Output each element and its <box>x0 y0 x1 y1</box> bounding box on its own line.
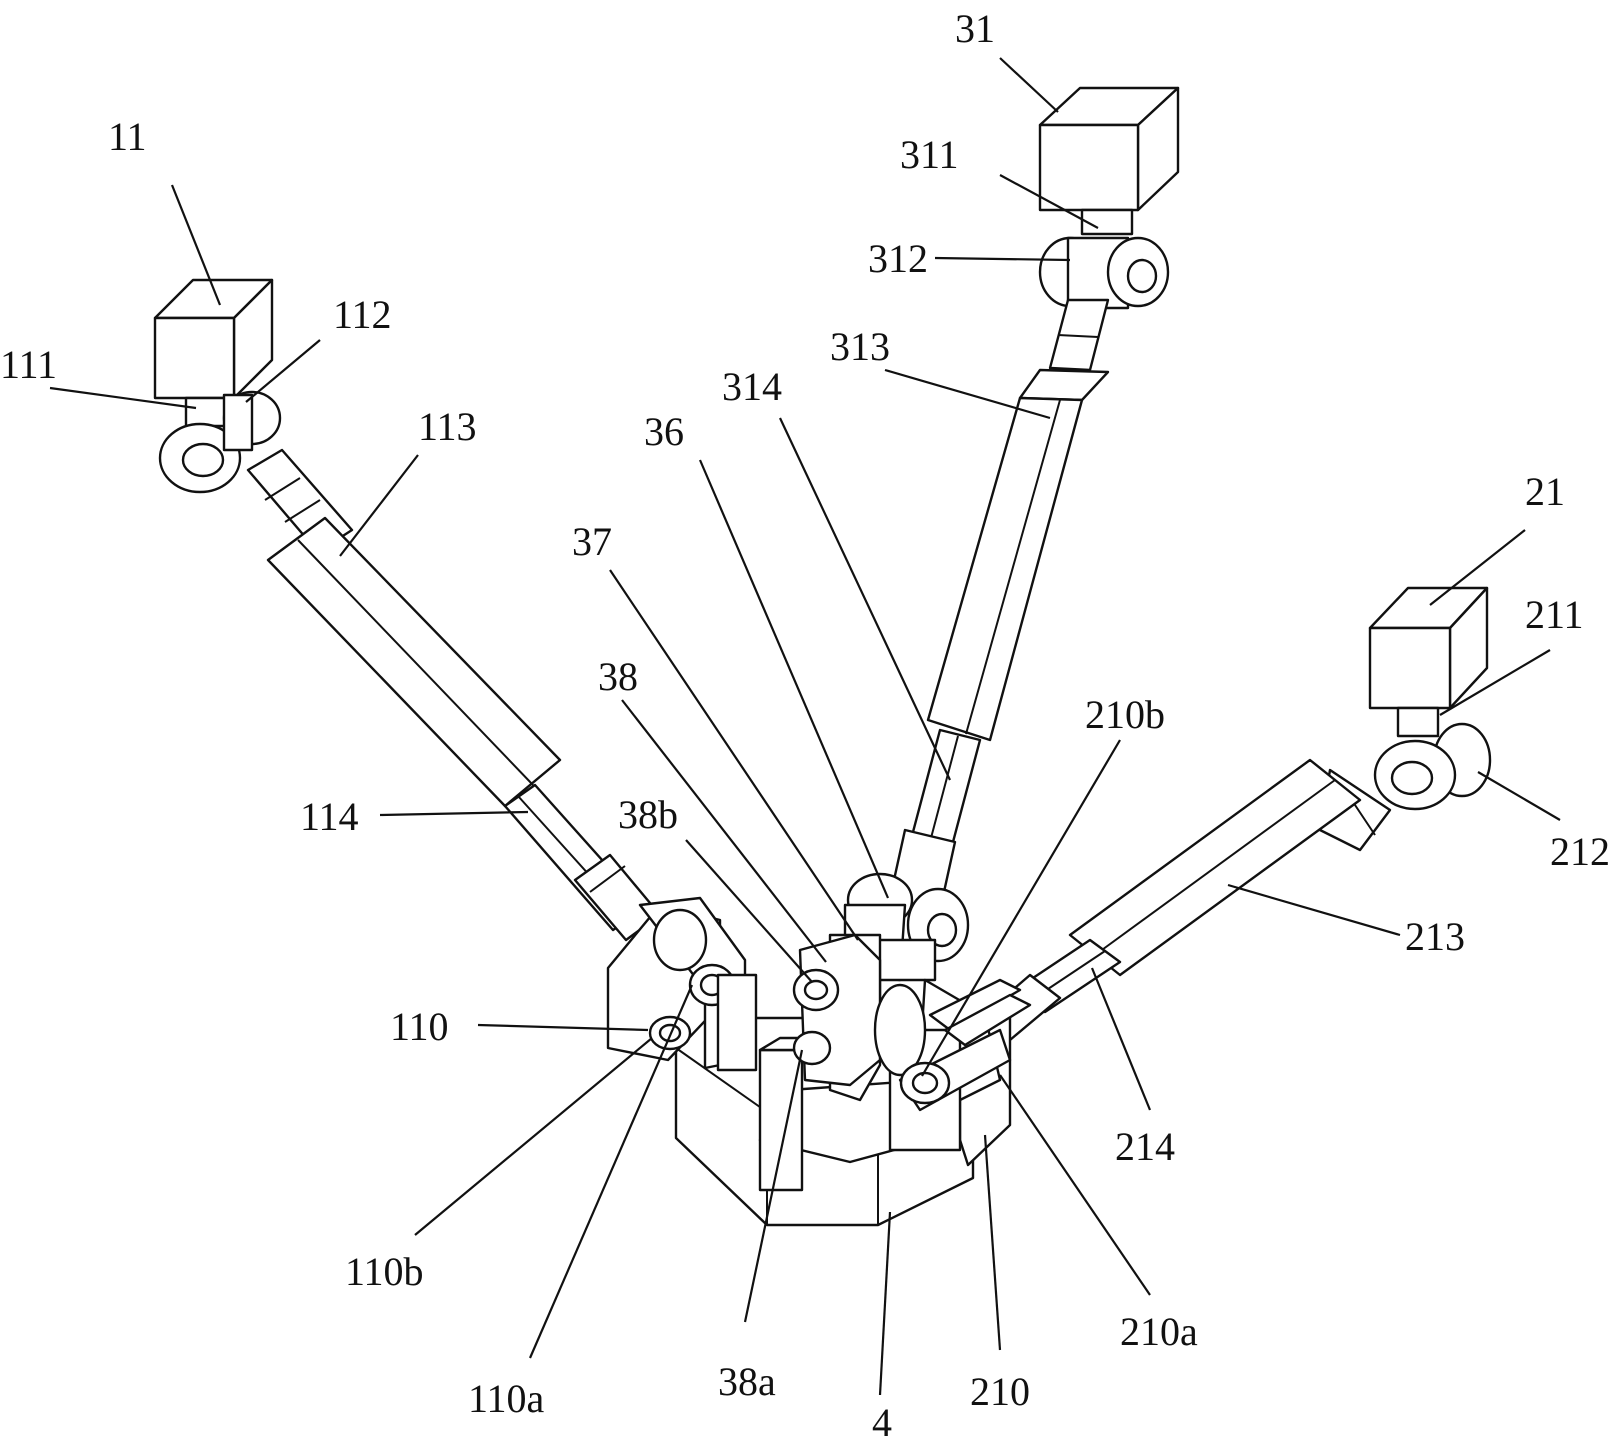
label-37: 37 <box>572 519 612 564</box>
label-211: 211 <box>1525 592 1584 637</box>
label-110b: 110b <box>345 1249 424 1294</box>
label-112: 112 <box>333 292 392 337</box>
label-111: 111 <box>0 342 57 387</box>
leader-314 <box>780 418 950 780</box>
label-214: 214 <box>1115 1124 1175 1169</box>
label-4: 4 <box>872 1400 892 1438</box>
label-21: 21 <box>1525 469 1565 514</box>
leader-110b <box>415 1038 652 1235</box>
motor-11 <box>155 280 272 398</box>
label-36: 36 <box>644 409 684 454</box>
leader-114 <box>380 812 528 815</box>
label-11: 11 <box>108 114 147 159</box>
leader-36 <box>700 460 888 898</box>
label-38a: 38a <box>718 1359 776 1404</box>
label-313: 313 <box>830 324 890 369</box>
leader-214 <box>1092 968 1150 1110</box>
label-38b: 38b <box>618 792 678 837</box>
leg-1 <box>155 280 756 1070</box>
label-312: 312 <box>868 236 928 281</box>
label-110: 110 <box>390 1004 449 1049</box>
label-210b: 210b <box>1085 692 1165 737</box>
label-210a: 210a <box>1120 1309 1198 1354</box>
actuator-3 <box>890 300 1108 910</box>
leader-113 <box>340 455 418 556</box>
leader-31 <box>1000 58 1058 112</box>
label-213: 213 <box>1405 914 1465 959</box>
label-113: 113 <box>418 404 477 449</box>
label-110a: 110a <box>468 1376 545 1421</box>
label-38: 38 <box>598 654 638 699</box>
motor-21 <box>1370 588 1487 708</box>
label-212: 212 <box>1550 829 1610 874</box>
actuator-2 <box>980 760 1390 1040</box>
base-joint-2 <box>875 980 1030 1165</box>
upper-joint-2 <box>1375 708 1490 809</box>
label-31: 31 <box>955 6 995 51</box>
leader-213 <box>1228 885 1400 935</box>
label-114: 114 <box>300 794 359 839</box>
leader-210 <box>985 1135 1000 1350</box>
label-311: 311 <box>900 132 959 177</box>
label-210: 210 <box>970 1369 1030 1414</box>
leader-210a <box>1000 1075 1150 1295</box>
leader-212 <box>1478 772 1560 820</box>
leader-4 <box>880 1212 890 1395</box>
leader-37 <box>610 570 858 940</box>
label-314: 314 <box>722 364 782 409</box>
motor-31 <box>1040 88 1178 210</box>
